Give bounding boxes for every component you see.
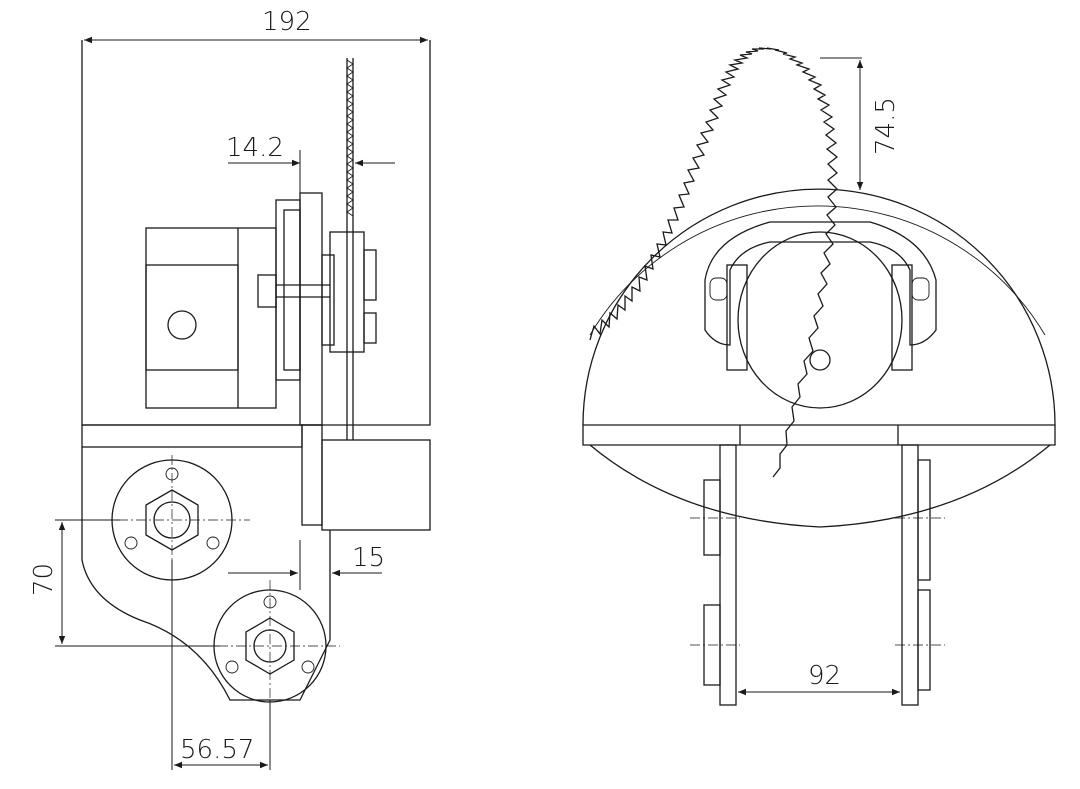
dim-14-2-label: 14.2 — [226, 133, 284, 163]
dim-70-label: 70 — [29, 563, 59, 596]
dim-56-57-label: 56.57 — [180, 735, 254, 765]
dim-192-label: 192 — [262, 7, 312, 37]
dim-74-5-label: 74.5 — [871, 97, 901, 155]
upper-bearing — [100, 455, 250, 585]
lower-bearing — [200, 580, 340, 710]
front-view: 74.5 92 — [582, 47, 1056, 706]
dim-15-label: 15 — [352, 543, 385, 573]
side-view: 192 14.2 — [29, 7, 431, 770]
dim-92-label: 92 — [808, 661, 841, 691]
